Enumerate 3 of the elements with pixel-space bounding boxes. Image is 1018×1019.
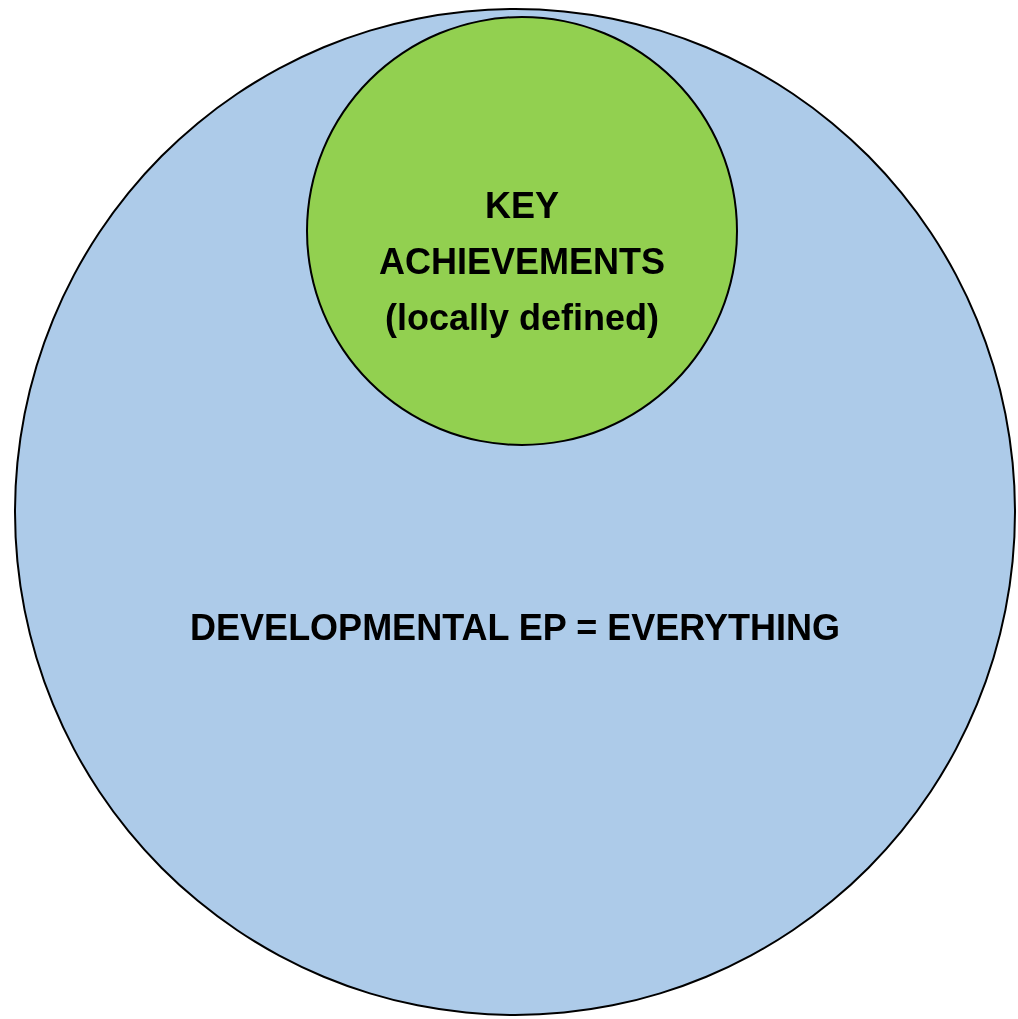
- circle-label: (locally defined): [384, 295, 659, 340]
- circle-label: DEVELOPMENTAL EP = EVERYTHING: [190, 606, 840, 650]
- circle-label: KEY ACHIEVEMENTS: [378, 184, 666, 284]
